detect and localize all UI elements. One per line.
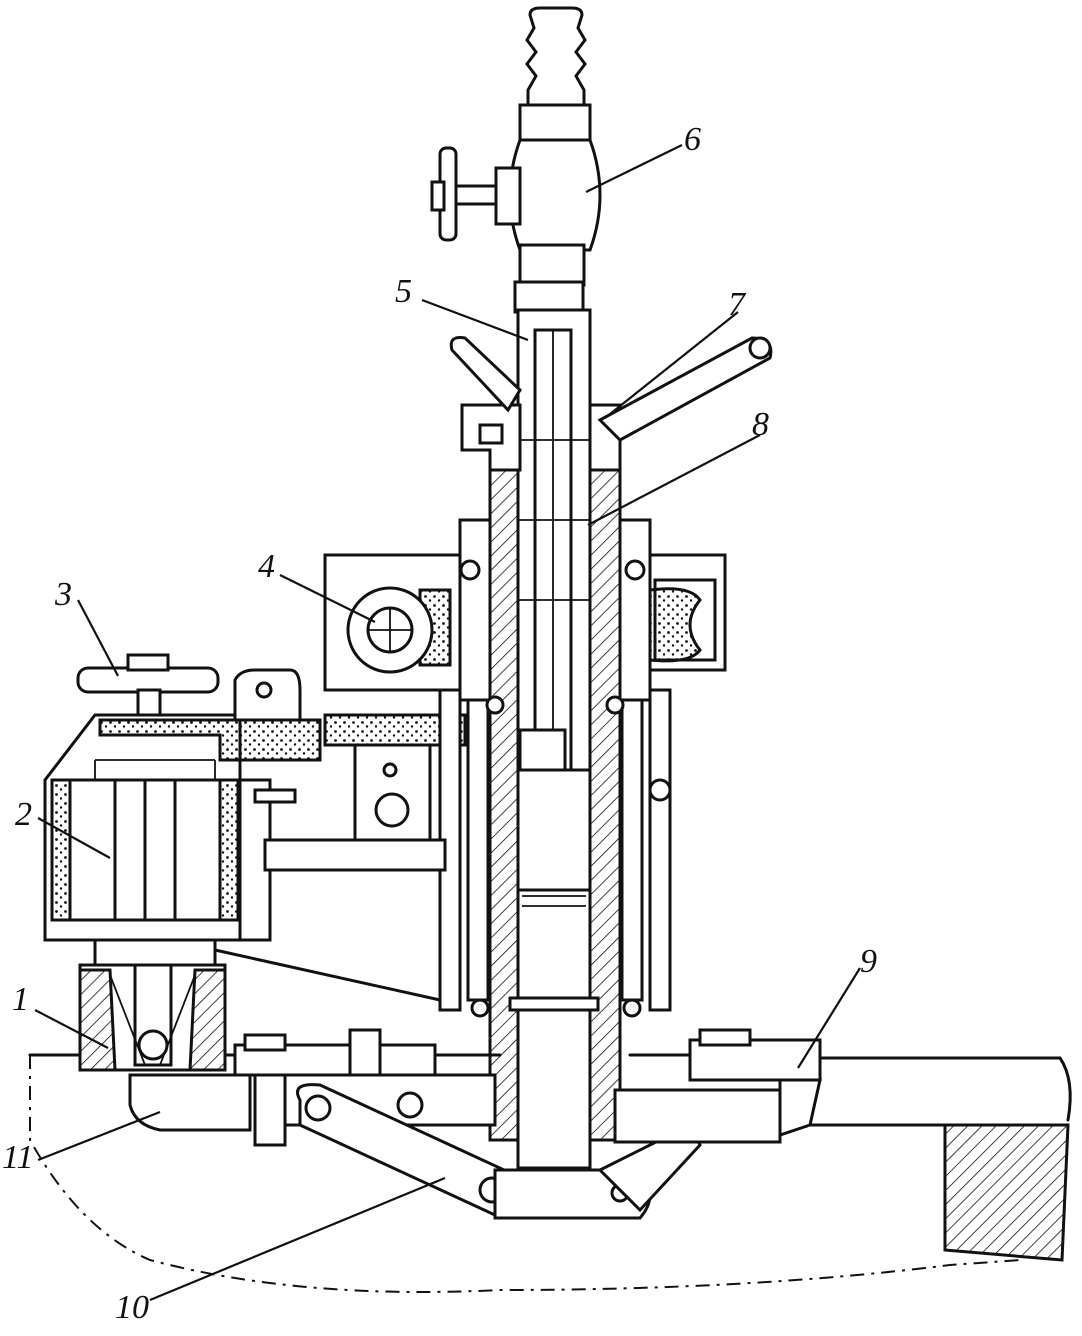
tie-rod — [213, 948, 442, 1002]
callout-10: 10 — [115, 1289, 149, 1326]
base-pad — [128, 1073, 252, 1132]
top-link-arm — [98, 668, 322, 762]
callout-3: 3 — [54, 576, 72, 613]
feed-lever-left — [449, 336, 522, 413]
callout-7: 7 — [728, 286, 747, 323]
worm-shaft — [323, 713, 467, 842]
callout-4: 4 — [258, 548, 275, 585]
callout-9: 9 — [860, 943, 877, 980]
callout-5: 5 — [395, 273, 412, 310]
callout-2: 2 — [15, 796, 32, 833]
callout-6: 6 — [684, 121, 701, 158]
spindle-tube — [516, 308, 592, 772]
valve-body — [508, 103, 602, 314]
guide-rods — [438, 688, 672, 1018]
right-clamp-block — [613, 1028, 822, 1144]
valve-handwheel — [430, 146, 522, 242]
worm-gear — [346, 586, 434, 674]
feed-lever-right — [597, 336, 773, 442]
handwheel — [76, 653, 220, 732]
column-housing — [460, 403, 622, 1142]
workpiece — [28, 1053, 1072, 1293]
callout-11: 11 — [2, 1139, 33, 1176]
lower-bore — [508, 768, 600, 1170]
motor-housing — [43, 713, 447, 942]
hose-nipple — [525, 6, 587, 112]
drill-chuck — [78, 938, 227, 1072]
leader-lines — [34, 144, 861, 1302]
callout-1: 1 — [12, 981, 29, 1018]
callout-8: 8 — [752, 406, 769, 443]
